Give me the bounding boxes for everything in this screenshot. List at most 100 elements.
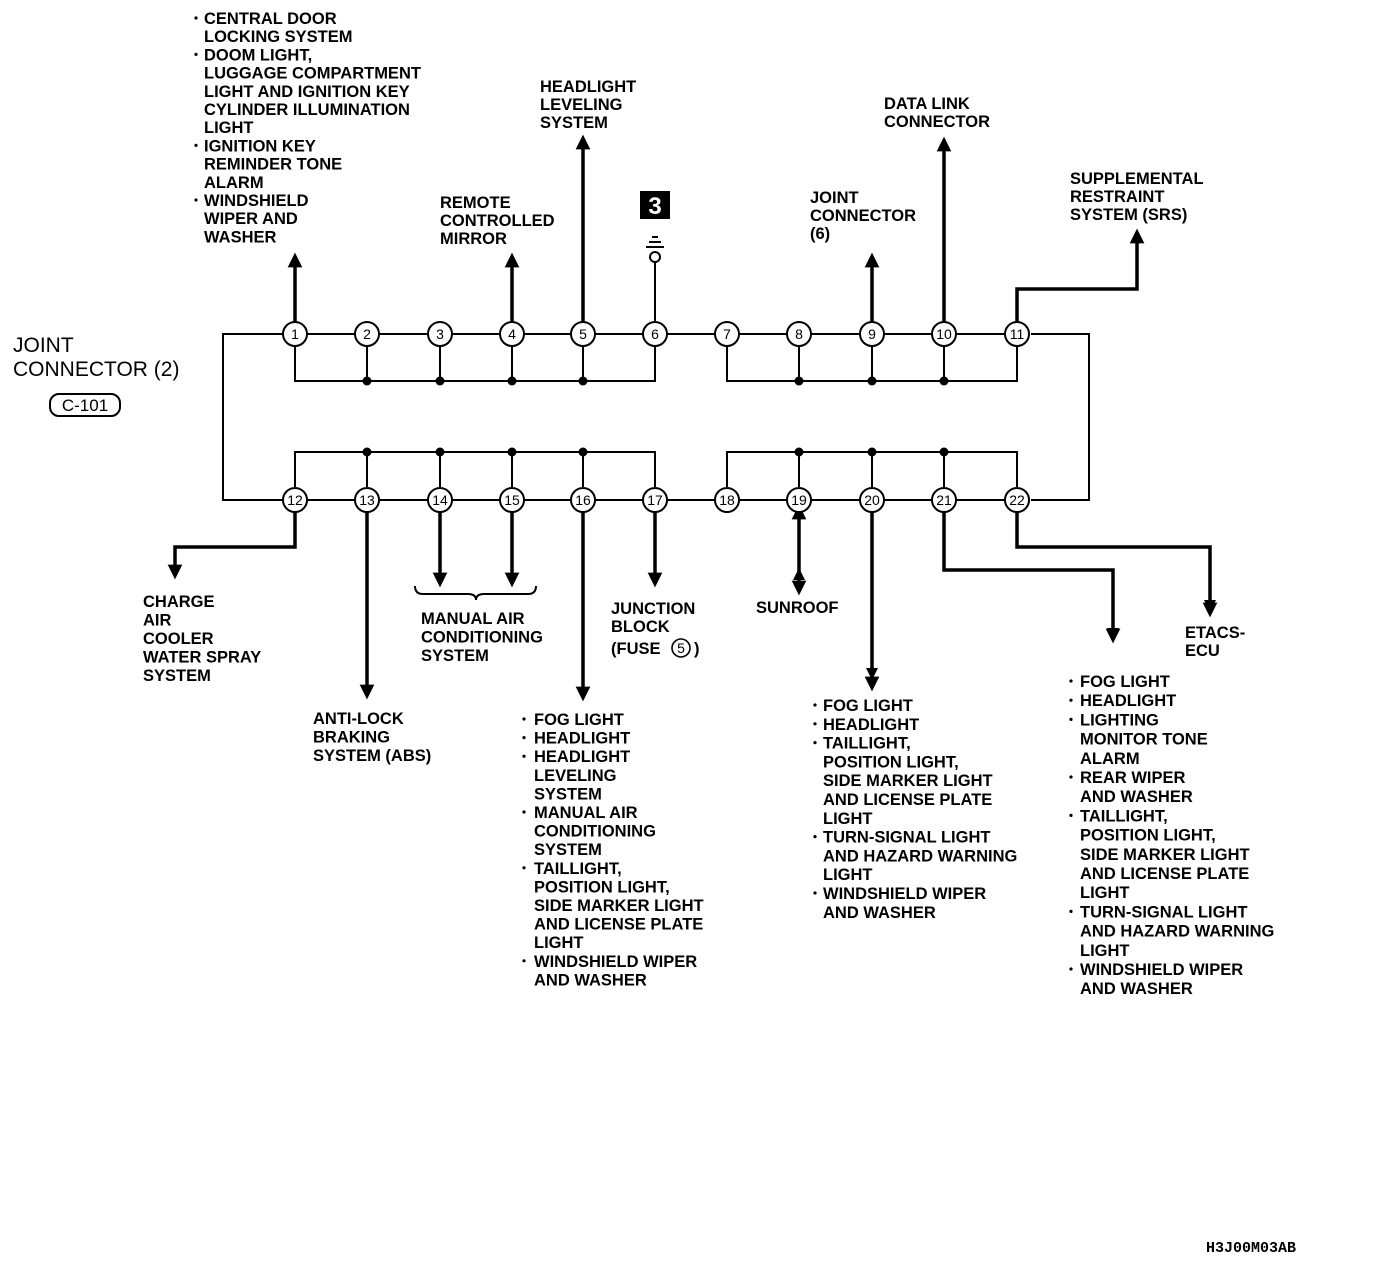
pin-circle	[570, 321, 596, 347]
pin-number: 21	[936, 492, 952, 508]
label-line: WASHER	[204, 228, 277, 246]
pin-circle	[354, 321, 380, 347]
label-line: ALARM	[204, 174, 264, 192]
label-line: MANUAL AIR	[421, 610, 525, 628]
label-line: SIDE MARKER LIGHT	[534, 897, 704, 915]
bullet-dot	[522, 736, 526, 740]
label-line: CONNECTOR	[810, 207, 916, 225]
label-line: TURN-SIGNAL LIGHT	[823, 829, 990, 847]
bullet-dot	[1069, 717, 1073, 722]
pin-circle	[499, 321, 525, 347]
label-line: SYSTEM	[534, 785, 602, 803]
label-line: CONNECTOR	[884, 113, 990, 131]
label-line: TAILLIGHT,	[1080, 807, 1168, 825]
label-line: HEADLIGHT	[1080, 692, 1176, 710]
label-line: REAR WIPER	[1080, 769, 1186, 787]
label-line: JOINT	[810, 189, 859, 207]
label-line: FOG LIGHT	[823, 697, 913, 715]
label-pin17-line3-pre: (FUSE	[611, 640, 661, 658]
pin-circle	[570, 487, 596, 513]
bullet-dot	[1069, 698, 1073, 702]
pin-circle	[642, 321, 668, 347]
label-line: LIGHT	[534, 934, 584, 952]
pin-circle	[714, 321, 740, 347]
bullet-dot	[813, 703, 817, 707]
label-line: COOLER	[143, 630, 214, 648]
label-line: ALARM	[1080, 750, 1140, 768]
label-line: REMINDER TONE	[204, 156, 342, 174]
label-line: WIPER AND	[204, 210, 298, 228]
label-line: POSITION LIGHT,	[1080, 827, 1216, 845]
label-line: HEADLIGHT	[534, 748, 630, 766]
label-line: (6)	[810, 225, 830, 243]
label-line: FOG LIGHT	[534, 711, 624, 729]
label-line: AND LICENSE PLATE	[823, 791, 992, 809]
label-line: CONDITIONING	[534, 823, 656, 841]
label-line: LEVELING	[534, 767, 617, 785]
label-line: WATER SPRAY	[143, 649, 261, 667]
label-line: WINDSHIELD WIPER	[534, 953, 697, 971]
pin-number: 10	[936, 326, 952, 342]
pin-circle	[427, 487, 453, 513]
label-line: ECU	[1185, 642, 1220, 660]
label-line: IGNITION KEY	[204, 137, 316, 155]
bullet-dot	[522, 959, 526, 963]
label-line: HEADLIGHT	[540, 78, 636, 96]
bullet-dot	[1069, 813, 1073, 818]
pin-circle	[642, 487, 668, 513]
pin-number: 6	[651, 326, 659, 342]
pin-circle	[931, 321, 957, 347]
pin-number: 4	[508, 326, 516, 342]
label-line: SIDE MARKER LIGHT	[823, 772, 993, 790]
label-pin16: FOG LIGHTHEADLIGHTHEADLIGHTLEVELINGSYSTE…	[522, 711, 704, 989]
label-line: LIGHT AND IGNITION KEY	[204, 83, 410, 101]
bullet-dot	[522, 717, 526, 721]
pin-number: 19	[791, 492, 807, 508]
bullet-dot	[522, 866, 526, 870]
pin-number: 1	[291, 326, 299, 342]
label-line: RESTRAINT	[1070, 188, 1164, 206]
connector-code: C-101	[62, 396, 108, 415]
pin-circle	[859, 321, 885, 347]
label-pin17-line1: JUNCTION	[611, 600, 695, 618]
label-line: TAILLIGHT,	[534, 860, 622, 878]
pin-number: 14	[432, 492, 448, 508]
bottom-branch-wires	[167, 504, 1218, 702]
bullet-dot	[813, 835, 817, 839]
bullet-dot	[522, 810, 526, 814]
bullet-dot	[1069, 909, 1073, 914]
label-line: WINDSHIELD	[204, 192, 309, 210]
label-line: MONITOR TONE	[1080, 731, 1208, 749]
label-line: DOOM LIGHT,	[204, 46, 312, 64]
label-line: AND WASHER	[823, 904, 936, 922]
bullet-dot	[1069, 775, 1073, 779]
label-line: DATA LINK	[884, 95, 970, 113]
pin-circle	[427, 321, 453, 347]
brace-pins-14-15	[414, 585, 537, 601]
pin-circle	[786, 321, 812, 347]
pin-number: 20	[864, 492, 880, 508]
label-line: LIGHT	[204, 119, 254, 137]
pin-number: 15	[504, 492, 520, 508]
pin-circle	[1004, 321, 1030, 347]
label-pin17: JUNCTION BLOCK (FUSE 5 )	[611, 600, 700, 658]
pin-circle	[282, 487, 308, 513]
label-pin19: SUNROOF	[756, 599, 839, 617]
label-pin22: ETACS-ECU	[1185, 624, 1245, 660]
pin-number: 7	[723, 326, 731, 342]
pin-number: 22	[1009, 492, 1025, 508]
label-line: AND LICENSE PLATE	[534, 916, 703, 934]
label-line: CHARGE	[143, 593, 215, 611]
label-line: LIGHT	[823, 810, 873, 828]
bullet-dot	[1069, 679, 1073, 683]
label-line: SYSTEM (SRS)	[1070, 206, 1187, 224]
